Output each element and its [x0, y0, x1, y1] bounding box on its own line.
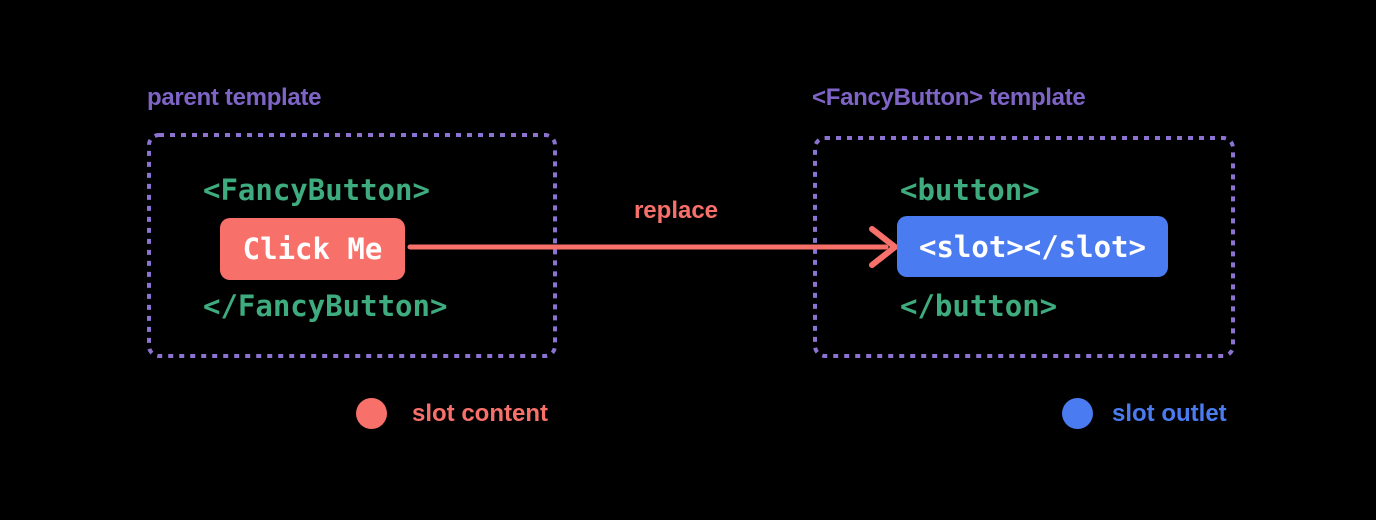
- fancybutton-template-box: [813, 136, 1235, 358]
- button-open-tag: <button>: [900, 173, 1040, 207]
- slot-content-legend-label: slot content: [412, 400, 548, 427]
- slot-outlet-legend-label: slot outlet: [1112, 400, 1227, 427]
- fancybutton-close-tag: </FancyButton>: [203, 289, 448, 323]
- parent-template-title: parent template: [147, 84, 322, 111]
- slot-content-dot-icon: [356, 398, 387, 429]
- button-close-tag: </button>: [900, 289, 1058, 323]
- fancybutton-template-title: <FancyButton> template: [812, 84, 1086, 111]
- slot-outlet-box-label: <slot></slot>: [919, 229, 1146, 264]
- click-me-button-label: Click Me: [242, 232, 383, 266]
- slot-outlet-dot-icon: [1062, 398, 1093, 429]
- replace-arrow: [407, 226, 898, 268]
- slot-outlet-box: <slot></slot>: [897, 216, 1168, 277]
- replace-arrow-label: replace: [633, 197, 719, 224]
- replace-arrow-head: [869, 226, 898, 268]
- click-me-button: Click Me: [220, 218, 405, 280]
- fancybutton-open-tag: <FancyButton>: [203, 173, 430, 207]
